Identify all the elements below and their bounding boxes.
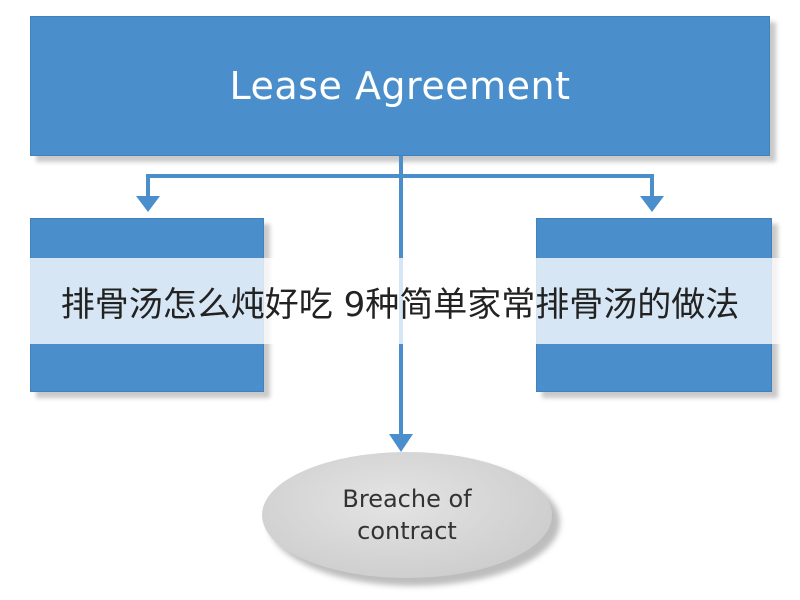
caption-banner [0,258,800,344]
caption-text: 排骨汤怎么炖好吃 9种简单家常排骨汤的做法 [60,284,740,325]
lease-agreement-label: Lease Agreement [229,64,571,108]
arrowhead-down-icon [389,434,413,452]
breach-of-contract-ellipse: Breache of contract [262,452,552,578]
arrowhead-left-icon [136,196,160,212]
outcome-label-line2: contract [357,517,457,545]
breach-of-contract-node: Breache of contract [262,452,560,586]
outcome-label-line1: Breache of [342,485,472,513]
arrowhead-right-icon [640,196,664,212]
lease-agreement-box: Lease Agreement [30,16,770,156]
